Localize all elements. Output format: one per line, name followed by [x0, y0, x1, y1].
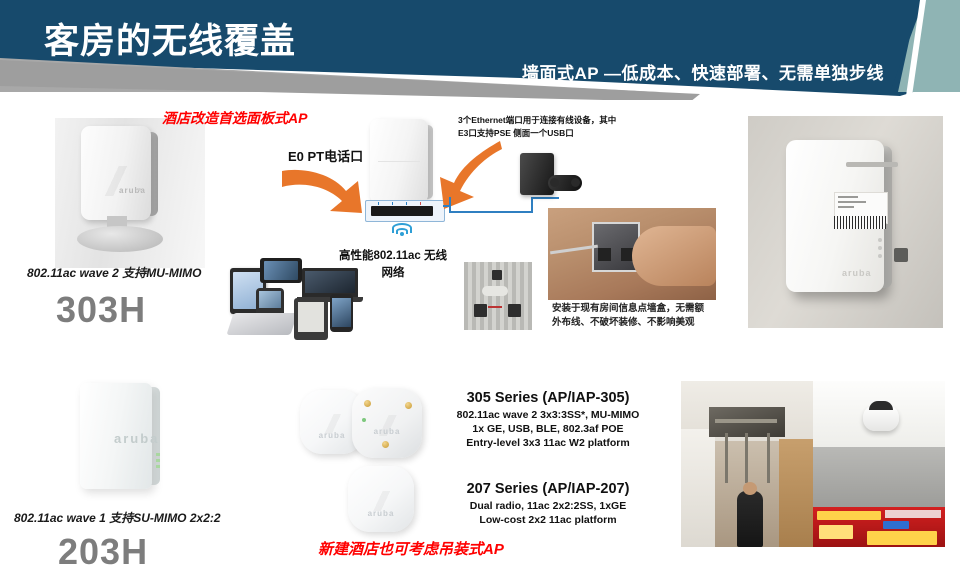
link-bracket — [449, 197, 451, 213]
wallbox-jack-left — [474, 304, 487, 317]
orange-arrow-right-icon — [440, 141, 502, 209]
ap-303h-body: aruba — [81, 126, 151, 220]
series-305-line-2: 1x GE, USB, BLE, 802.3af POE — [472, 423, 624, 435]
ap-207-photo: aruba — [348, 466, 414, 532]
series-207-title: 207 Series (AP/IAP-207) — [466, 481, 630, 497]
ap-top-slot — [846, 162, 898, 167]
ap-305-rear-photo: aruba — [352, 388, 422, 458]
network-diagram — [280, 105, 620, 245]
slide-header: 客房的无线覆盖 墙面式AP —低成本、快速部署、无需单独步线 — [0, 0, 960, 100]
ap-203h-photo: aruba — [58, 375, 198, 500]
diagram-label-wifi: 高性能802.11ac 无线网络 — [338, 250, 448, 280]
aruba-logo-303h: aruba — [119, 186, 146, 195]
diagram-red-note-top: 酒店改造首选面板式AP — [162, 110, 308, 126]
installer-hand — [632, 226, 716, 286]
corridor-left-wall — [681, 429, 715, 547]
link-stub — [443, 205, 449, 207]
corridor-ceiling-opening — [709, 407, 785, 437]
series-207-block: 207 Series (AP/IAP-207) Dual radio, 11ac… — [432, 481, 664, 526]
smartphone-device-icon — [330, 294, 353, 332]
wallbox-plate — [482, 286, 508, 296]
phone-landscape-device-icon — [260, 258, 302, 283]
ap-303h-stand-base — [77, 226, 163, 252]
ap-203h-model: 203H — [58, 531, 149, 572]
ap-barcode-icon — [834, 216, 886, 229]
series-305-line-3: Entry-level 3x3 11ac W2 platform — [466, 437, 630, 449]
game-console-photo — [520, 153, 582, 199]
wall-photo-caption: 安装于现有房间信息点墙盒，无需额外布线、不破坏装修、不影响美观 — [552, 303, 705, 328]
footer-red-note: 新建酒店也可考虑吊装式AP — [318, 541, 504, 558]
header-subtitle: 墙面式AP —低成本、快速部署、无需单独步线 — [521, 64, 884, 83]
corridor-right-wall — [779, 439, 813, 547]
aruba-logo-305-rear: aruba — [373, 427, 401, 436]
wall-faceplate — [365, 200, 445, 222]
diagram-label-ethernet: 3个Ethernet端口用于连接有线设备，其中E3口支持PSE 侧面一个USB口 — [458, 115, 617, 138]
ap-ethernet-port-icon — [894, 248, 908, 262]
page-title: 客房的无线覆盖 — [44, 22, 297, 61]
series-305-line-1: 802.11ac wave 2 3x3:3SS*, MU-MIMO — [456, 409, 640, 421]
panel-ap-body — [370, 119, 428, 203]
ap-203h-leds-icon — [156, 453, 160, 471]
wifi-signal-icon — [392, 223, 412, 237]
wall-mounted-ap-photo: aruba — [748, 116, 943, 328]
promo-banner — [813, 507, 945, 547]
wallbox-red-marker — [488, 306, 502, 308]
ap-led-row-icon — [878, 238, 882, 262]
installation-hand-photo — [548, 208, 716, 300]
console-gamepad-icon — [548, 175, 582, 191]
diagram-label-phone-port: E0 PT电话口 — [288, 149, 364, 164]
wall-information-box-photo — [464, 262, 532, 330]
ap-203h-caption: 802.11ac wave 1 支持SU-MIMO 2x2:2 — [14, 511, 221, 525]
ap-303h-photo: aruba — [55, 118, 205, 268]
ap-303h-model: 303H — [56, 289, 147, 330]
aruba-logo-203h: aruba — [114, 431, 160, 446]
orange-arrow-left-icon — [282, 169, 362, 213]
link-riser — [531, 197, 533, 213]
faceplate-port-strip — [371, 206, 433, 216]
wallbox-jack-top — [492, 270, 502, 280]
client-devices-cluster — [226, 258, 378, 340]
series-305-block: 305 Series (AP/IAP-305) 802.11ac wave 2 … — [432, 390, 664, 449]
ceiling-photo-wall — [813, 447, 945, 513]
console-body — [520, 153, 554, 195]
series-207-line-2: Low-cost 2x2 11ac platform — [479, 514, 617, 526]
macbook-air-device-icon — [226, 313, 298, 335]
ceiling-mounted-ap-photo — [813, 381, 945, 547]
corridor-construction-photo — [681, 381, 813, 547]
led-indicator-icon — [138, 188, 141, 191]
aruba-logo-207: aruba — [367, 509, 395, 518]
ap-303h-caption: 802.11ac wave 2 支持MU-MIMO — [27, 266, 202, 280]
ereader-device-icon — [294, 298, 328, 340]
ceiling-ap-device — [863, 401, 899, 431]
series-207-line-1: Dual radio, 11ac 2x2:2SS, 1xGE — [469, 500, 627, 512]
series-305-title: 305 Series (AP/IAP-305) — [466, 390, 630, 406]
ap-203h-body: aruba — [80, 383, 160, 489]
wallbox-jack-right — [508, 304, 521, 317]
link-to-console — [531, 197, 559, 199]
link-horizontal — [449, 211, 533, 213]
corridor-worker — [737, 482, 763, 547]
aruba-logo-305-front: aruba — [318, 431, 346, 440]
aruba-logo-wall-ap: aruba — [842, 268, 872, 278]
wall-mounted-ap-body: aruba — [786, 140, 908, 292]
